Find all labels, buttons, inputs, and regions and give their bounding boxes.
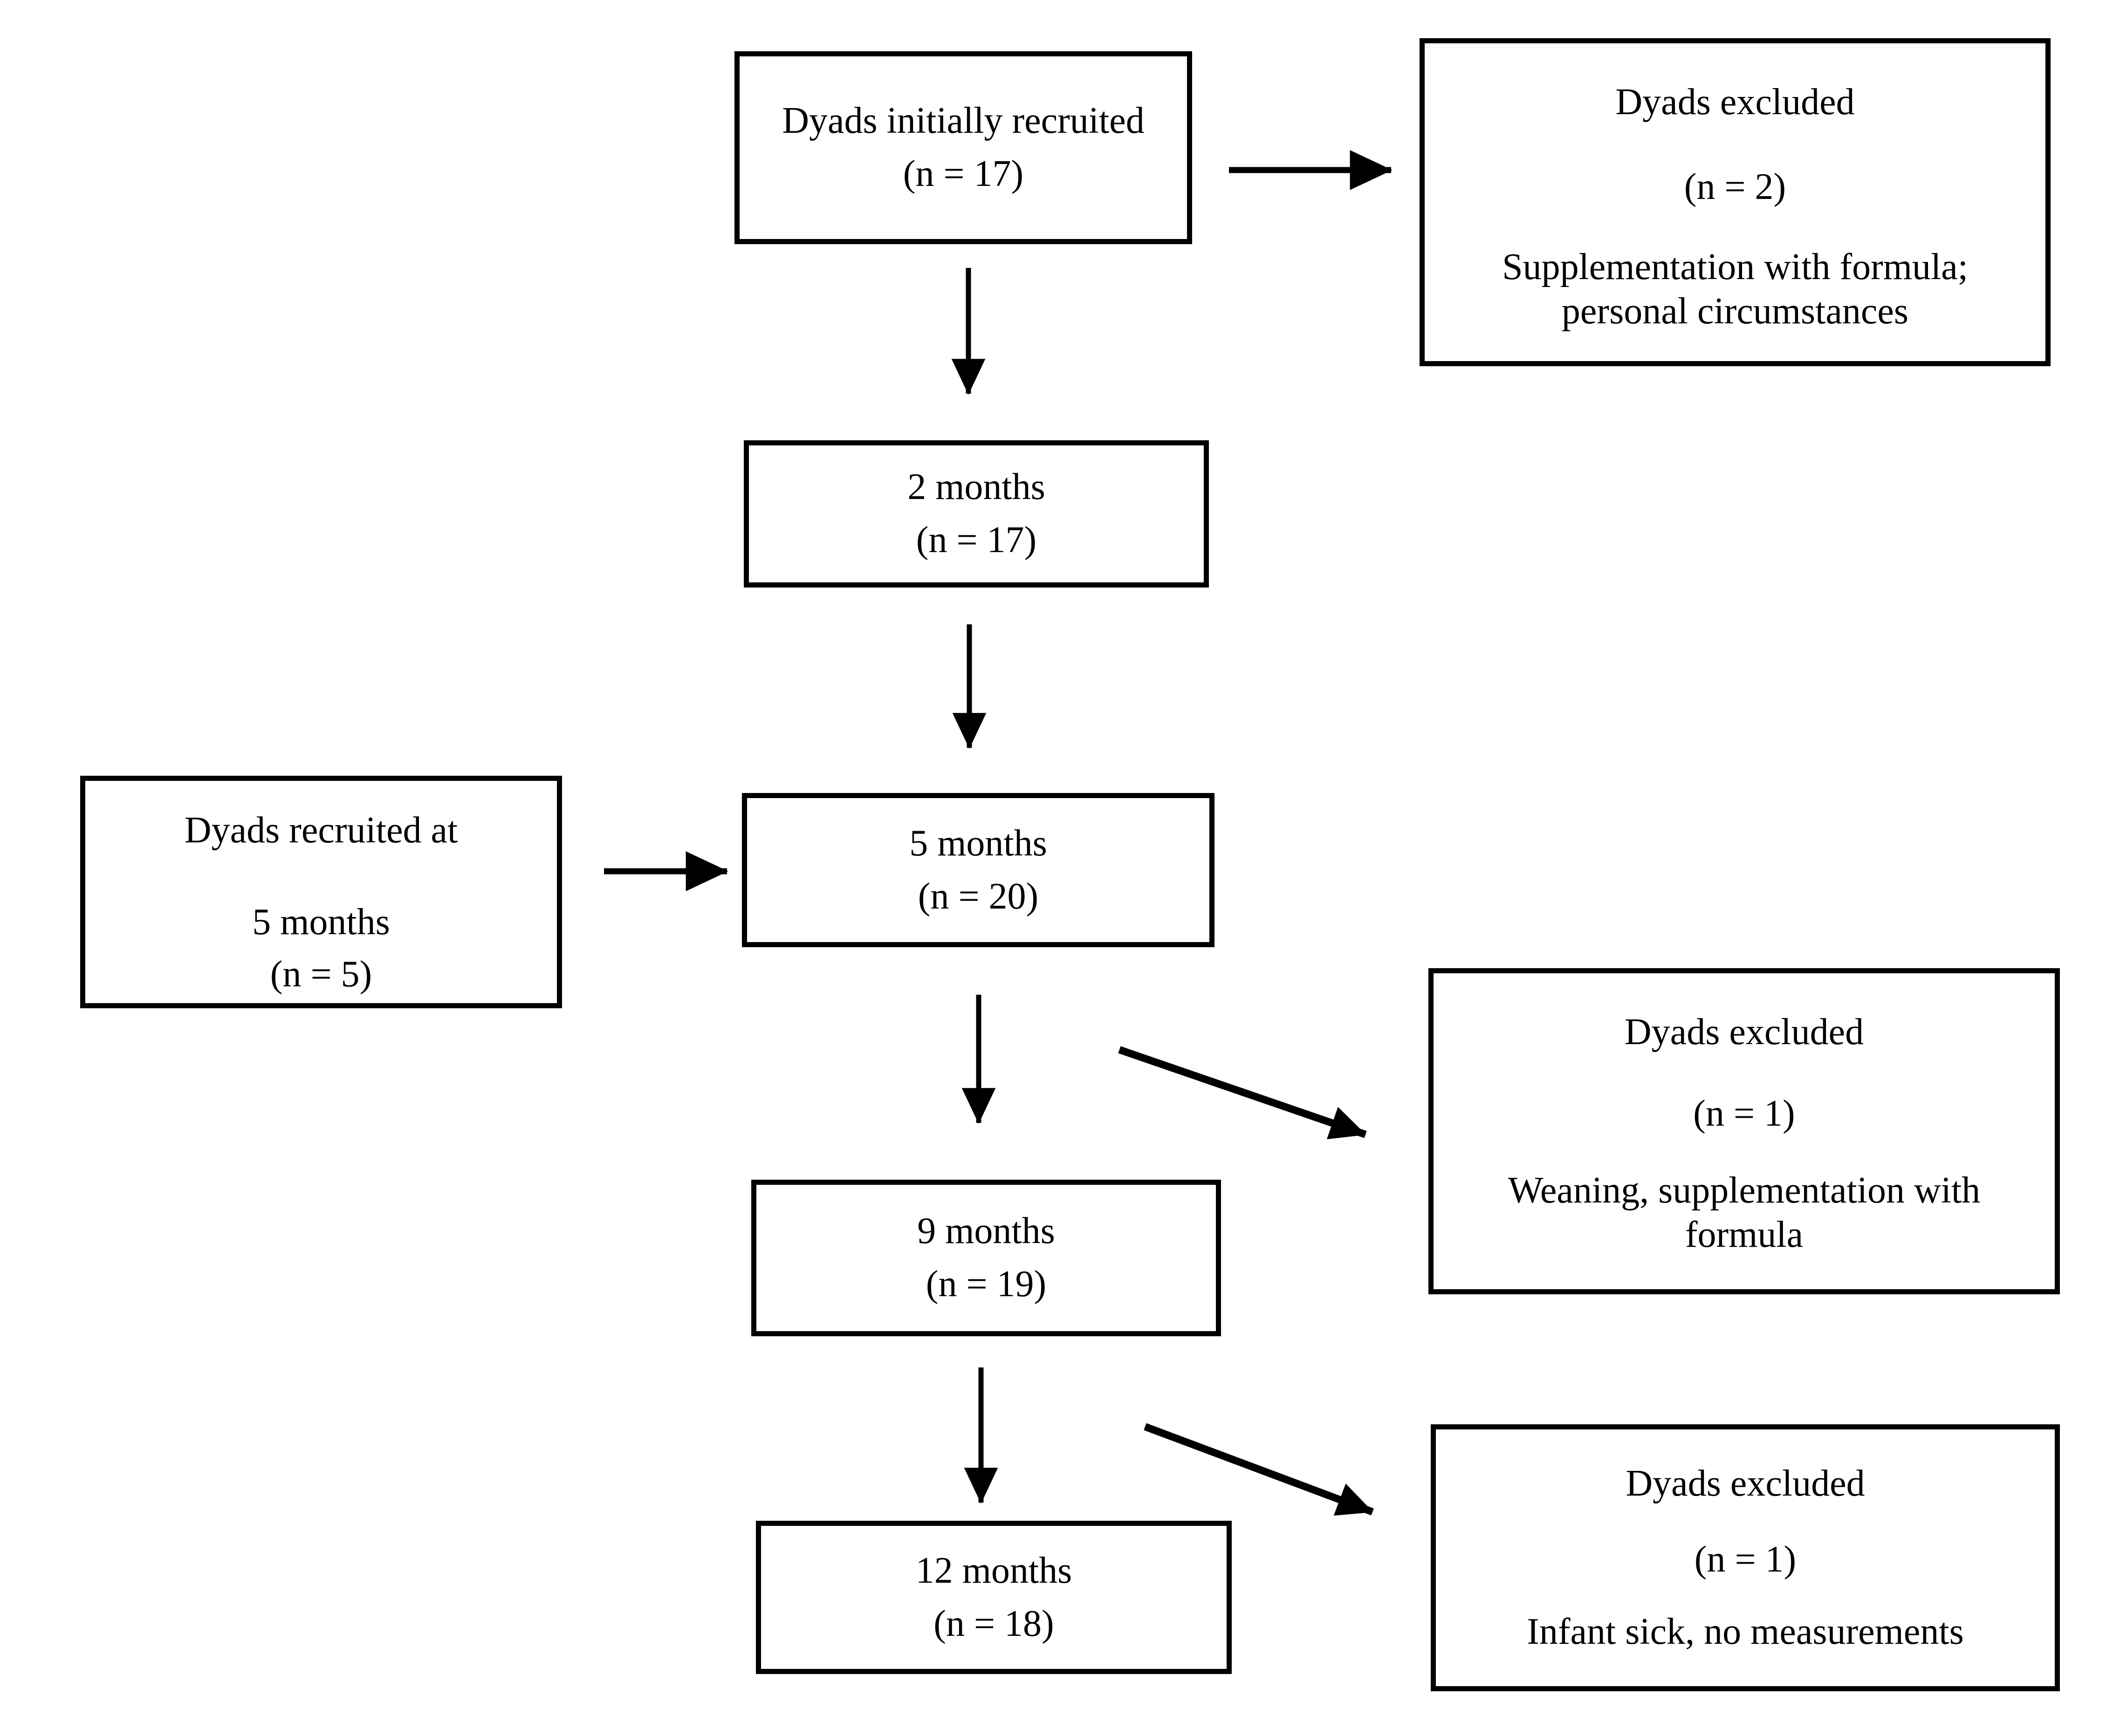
- box-line: 2 months: [907, 466, 1045, 508]
- box-line: (n = 17): [903, 153, 1024, 194]
- excluded-count: (n = 2): [1684, 166, 1786, 207]
- box-dyads-excluded-9-months: Dyads excluded (n = 1) Weaning, suppleme…: [1428, 968, 2060, 1294]
- box-line: 5 months: [909, 822, 1047, 864]
- box-5-months: 5 months (n = 20): [742, 793, 1214, 947]
- excluded-reason: Infant sick, no measurements: [1527, 1611, 1964, 1652]
- box-line: (n = 20): [918, 875, 1039, 917]
- excluded-reason: Supplementation with formula; personal c…: [1502, 246, 1968, 332]
- box-dyads-excluded-12-months: Dyads excluded (n = 1) Infant sick, no m…: [1431, 1424, 2060, 1691]
- box-line: Dyads initially recruited: [782, 100, 1145, 142]
- excluded-title: Dyads excluded: [1624, 1012, 1864, 1053]
- box-dyads-recruited-at-5-months: Dyads recruited at 5 months (n = 5): [80, 776, 562, 1008]
- excluded-title: Dyads excluded: [1615, 82, 1855, 123]
- excluded-count: (n = 1): [1693, 1093, 1795, 1134]
- box-line: (n = 17): [916, 519, 1037, 560]
- box-line: (n = 19): [926, 1264, 1047, 1305]
- box-9-months: 9 months (n = 19): [751, 1180, 1221, 1336]
- box-line: (n = 5): [270, 954, 372, 995]
- box-12-months: 12 months (n = 18): [756, 1521, 1232, 1674]
- box-line: 5 months: [252, 902, 390, 943]
- excluded-title: Dyads excluded: [1626, 1463, 1865, 1504]
- arrow-5months-to-excluded: [1118, 1046, 1367, 1140]
- box-2-months: 2 months (n = 17): [744, 440, 1209, 588]
- excluded-count: (n = 1): [1694, 1539, 1797, 1580]
- box-line: 12 months: [915, 1550, 1072, 1591]
- arrow-9months-to-excluded: [1144, 1423, 1374, 1516]
- box-dyads-initially-recruited: Dyads initially recruited (n = 17): [734, 51, 1192, 244]
- box-line: (n = 18): [933, 1603, 1054, 1644]
- box-line: Dyads recruited at: [184, 810, 458, 851]
- excluded-reason: Weaning, supplementation with formula: [1508, 1170, 1981, 1255]
- box-dyads-excluded-initial: Dyads excluded (n = 2) Supplementation w…: [1420, 38, 2051, 366]
- box-line: 9 months: [917, 1210, 1055, 1252]
